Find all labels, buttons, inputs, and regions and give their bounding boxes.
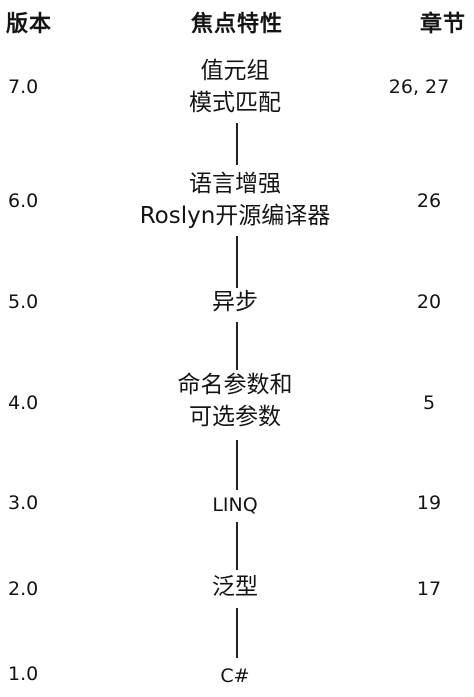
version-label: 6.0 — [8, 190, 39, 212]
feature-line: 值元组 — [200, 58, 270, 84]
chapter-label: 26, 27 — [388, 76, 450, 98]
feature-line: 模式匹配 — [189, 90, 281, 116]
feature-node: 泛型 — [90, 571, 380, 603]
feature-line: C# — [220, 665, 250, 687]
version-label: 2.0 — [8, 578, 39, 600]
version-label: 7.0 — [8, 76, 39, 98]
feature-node: C# — [90, 660, 380, 692]
version-label: 1.0 — [8, 663, 39, 685]
feature-line: 命名参数和 — [177, 372, 293, 398]
feature-node: LINQ — [90, 489, 380, 521]
timeline-connector — [236, 608, 238, 658]
version-label: 4.0 — [8, 392, 39, 414]
timeline-connector — [236, 322, 238, 370]
timeline-connector — [236, 123, 238, 165]
chapter-label: 5 — [422, 392, 436, 414]
header-feature: 焦点特性 — [190, 12, 283, 37]
timeline-connector — [236, 236, 238, 288]
feature-node: 异步 — [90, 286, 380, 318]
timeline-connector — [236, 522, 238, 570]
header-chapter: 章节 — [419, 12, 466, 37]
feature-line: 异步 — [212, 289, 258, 315]
version-label: 5.0 — [8, 291, 39, 313]
version-label: 3.0 — [8, 492, 39, 514]
feature-line: 可选参数 — [189, 404, 281, 430]
timeline-connector — [236, 440, 238, 490]
header-version: 版本 — [6, 12, 53, 37]
chapter-label: 17 — [416, 578, 442, 600]
chapter-label: 20 — [416, 291, 442, 313]
feature-line: LINQ — [212, 494, 258, 516]
feature-line: Roslyn开源编译器 — [139, 203, 331, 229]
feature-line: 泛型 — [212, 574, 258, 600]
chapter-label: 19 — [416, 492, 442, 514]
feature-node: 命名参数和 可选参数 — [90, 369, 380, 433]
feature-node: 语言增强 Roslyn开源编译器 — [90, 168, 380, 232]
feature-line: 语言增强 — [189, 171, 281, 197]
feature-node: 值元组 模式匹配 — [90, 55, 380, 119]
chapter-label: 26 — [416, 190, 442, 212]
